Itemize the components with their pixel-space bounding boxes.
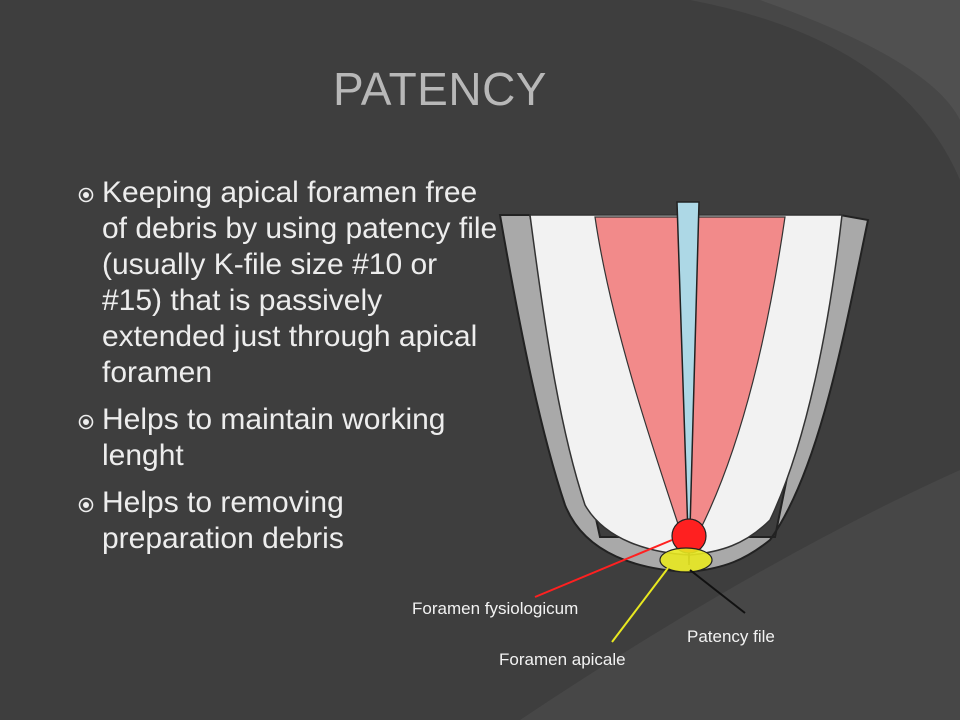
patency-file-instrument [676, 201, 700, 566]
bullet-item: Helps to removing preparation debris [78, 485, 498, 557]
foramen-apicale-leader-line [611, 567, 669, 643]
patency-file-leader-line [689, 569, 746, 614]
tooth-root-diagram [498, 201, 870, 643]
circled-dot-bullet-icon [78, 414, 94, 430]
bullet-item: Keeping apical foramen free of debris by… [78, 175, 498, 391]
bullet-text: Helps to removing preparation debris [102, 486, 344, 555]
foramen-apicale-label: Foramen apicale [499, 650, 626, 669]
bullet-text: Keeping apical foramen free of debris by… [102, 176, 498, 389]
circled-dot-bullet-icon [78, 497, 94, 513]
bullet-item: Helps to maintain working lenght [78, 402, 498, 474]
foramen-fysiologicum-leader-line [534, 539, 673, 598]
background-band-top-inner [760, 0, 960, 120]
foramen-apicale-marker [659, 547, 713, 573]
foramen-fysiologicum-label: Foramen fysiologicum [412, 599, 579, 618]
patency-file-label: Patency file [687, 627, 775, 646]
background-band-bottom [520, 470, 960, 720]
bullet-list: Keeping apical foramen free of debris by… [78, 175, 498, 568]
bullet-text: Helps to maintain working lenght [102, 403, 446, 472]
circled-dot-bullet-icon [78, 187, 94, 203]
slide-title: PATENCY [333, 63, 547, 115]
